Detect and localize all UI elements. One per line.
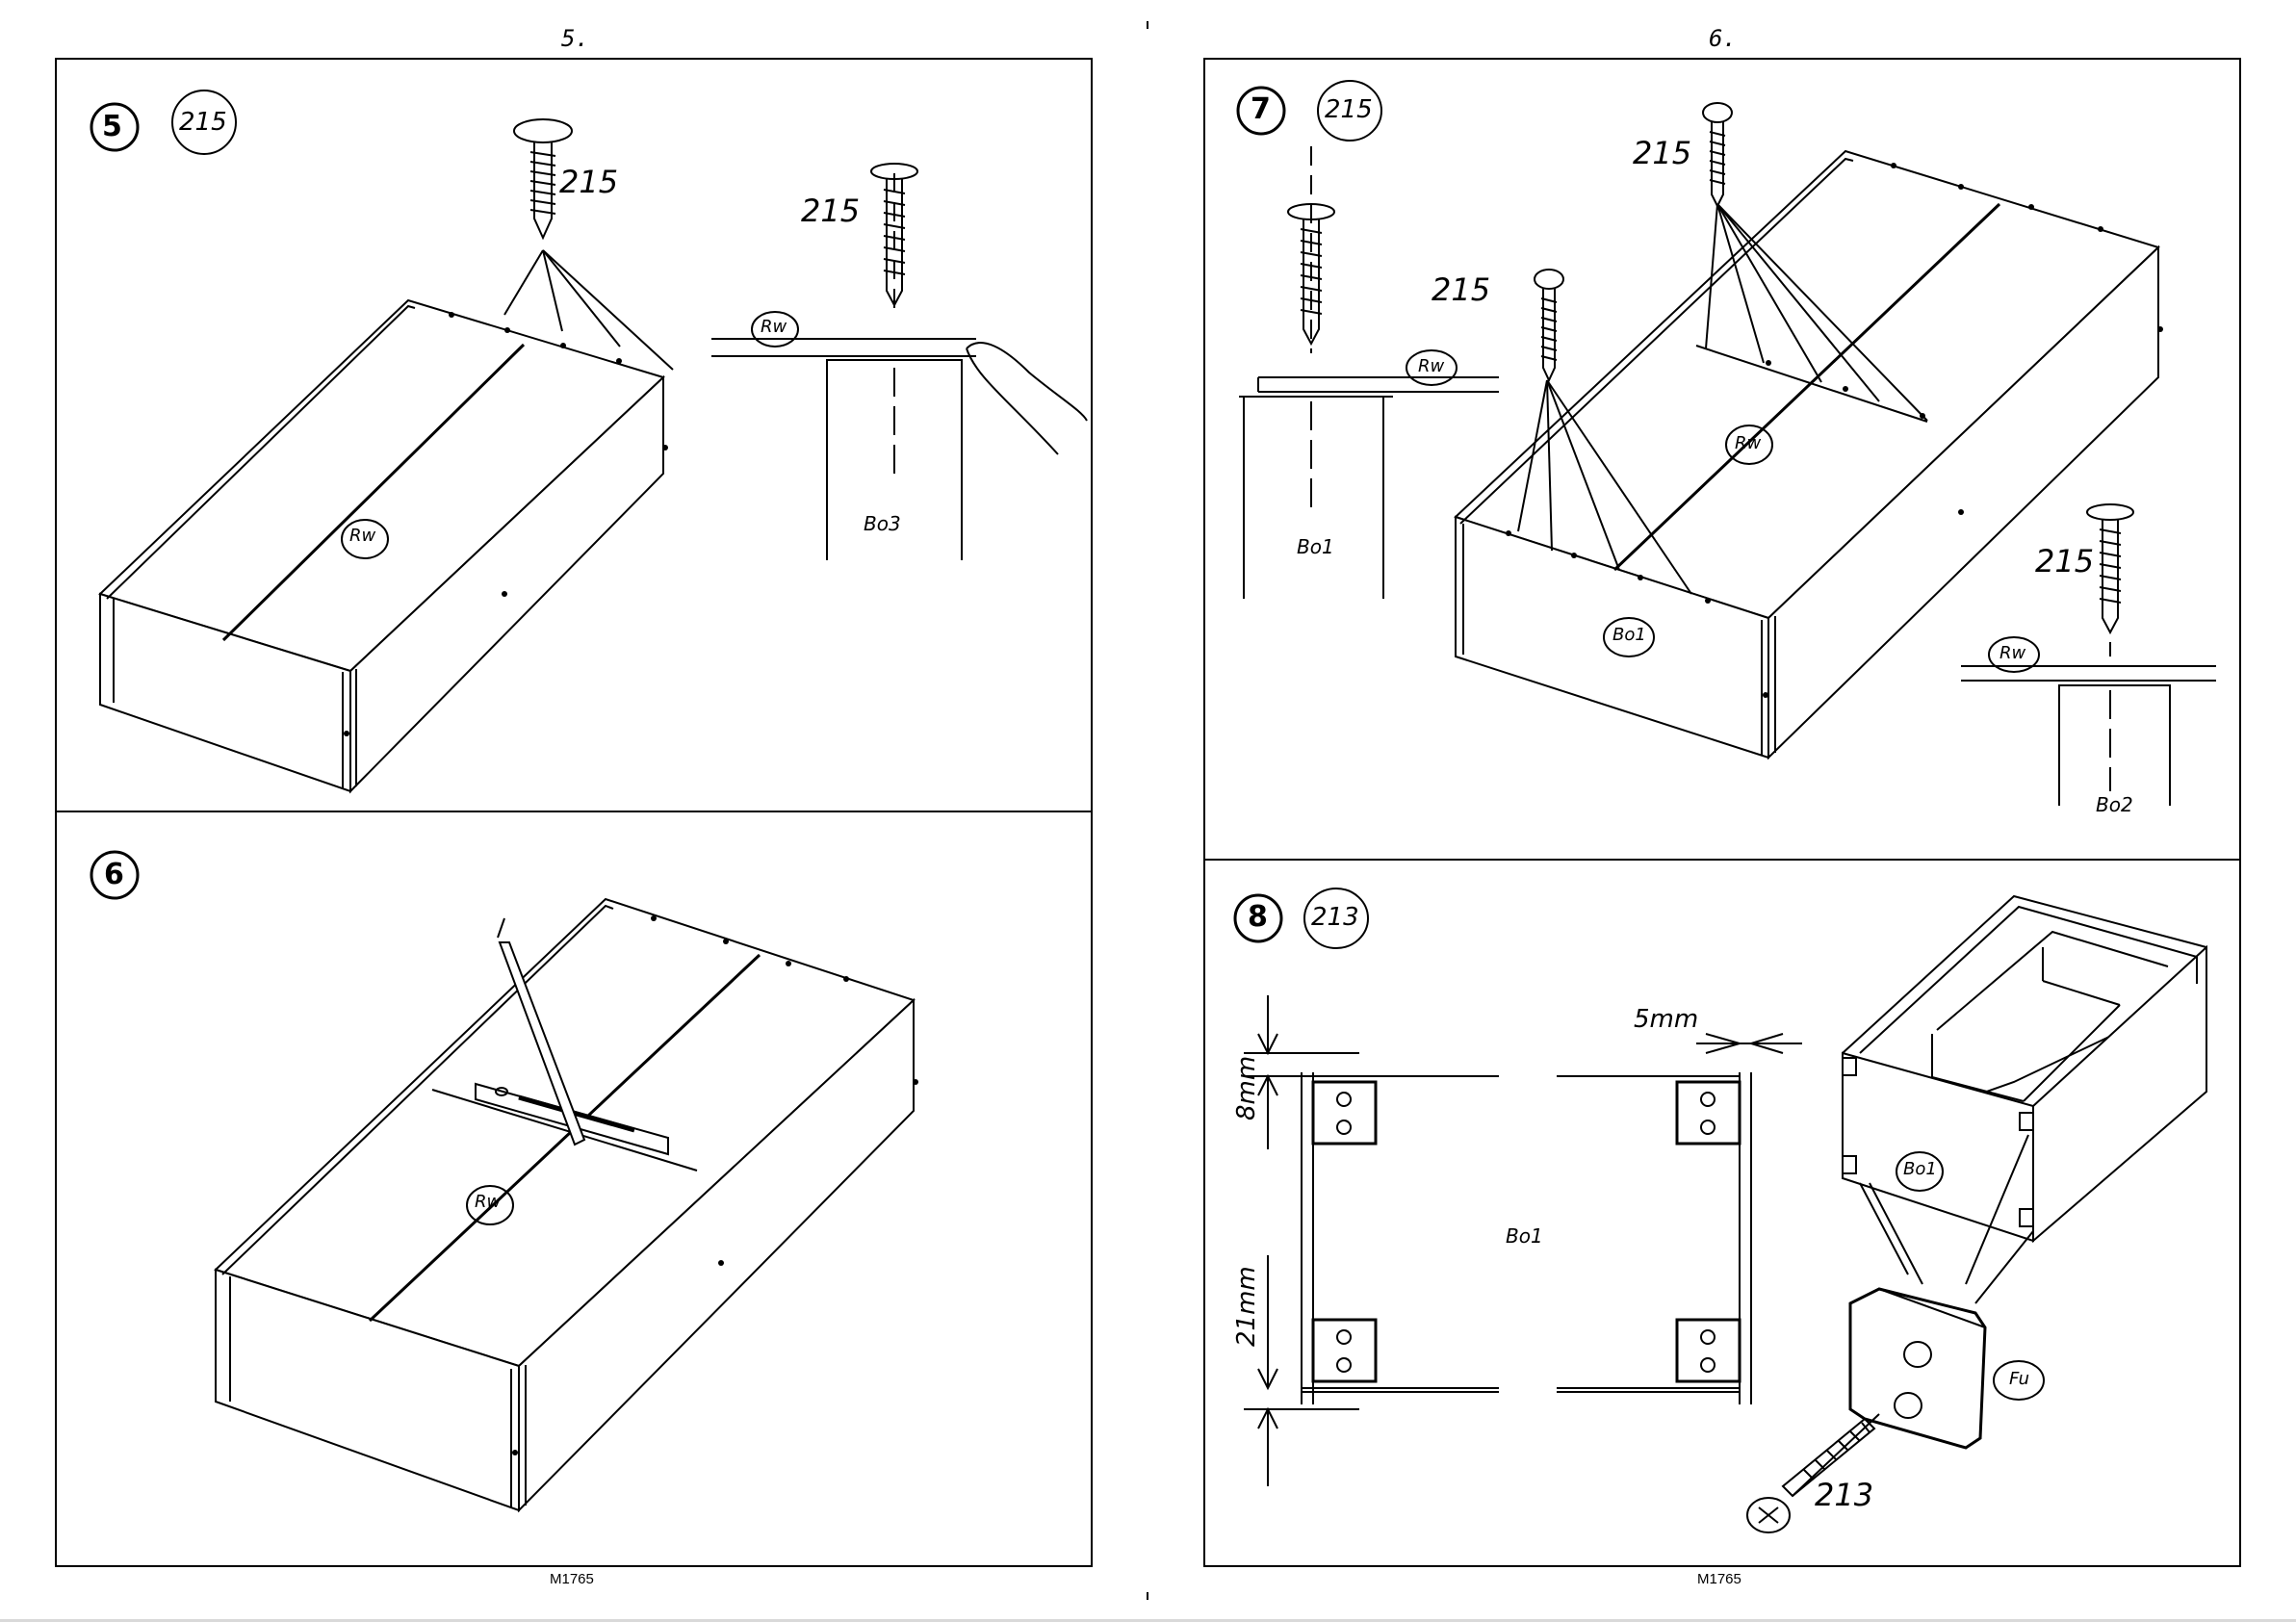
- step-8-dim-top: 8mm: [1232, 1056, 1261, 1120]
- step-7-number: 7: [1251, 92, 1271, 126]
- left-page-number: 5.: [561, 25, 589, 52]
- step-8-number: 8: [1248, 900, 1268, 934]
- right-page-footer-code: M1765: [1697, 1571, 1741, 1587]
- step-7-front-label: Bo1: [1612, 625, 1646, 645]
- step-7-screw-label-right: 215: [2035, 543, 2094, 579]
- step-7-part-callout: 215: [1325, 95, 1373, 124]
- step-8-foot-label: Fu: [2009, 1369, 2029, 1389]
- step-5-part-callout: 215: [179, 108, 227, 137]
- step-7-screw-label-top: 215: [1633, 135, 1691, 171]
- step-5-screw-label: 215: [559, 164, 618, 200]
- step-8-box-label: Bo1: [1903, 1159, 1937, 1179]
- step-5-panel: 5 215 215 215 Rw Rw Bo3: [57, 60, 1091, 811]
- step-8-panel: 8 213 5mm 8mm 21mm Bo1 Bo1 Fu 213: [1205, 861, 2239, 1565]
- step-8-center-label: Bo1: [1506, 1224, 1543, 1248]
- step-7-detail-right-bottom: Bo2: [2096, 793, 2133, 816]
- step-5-panel-label: Rw: [349, 526, 375, 546]
- step-7-detail-right-top: Rw: [1999, 643, 2025, 663]
- step-6-number: 6: [104, 858, 124, 891]
- page-fold-mark-bottom: [1147, 1592, 1148, 1600]
- step-7-detail-left-bottom: Bo1: [1297, 535, 1334, 558]
- step-6-panel: 6 Rw: [57, 812, 1091, 1565]
- step-8-dim-bottom: 21mm: [1232, 1266, 1261, 1347]
- step-5-detail-top-label: Rw: [761, 317, 787, 337]
- step-7-detail-left-top: Rw: [1418, 356, 1444, 376]
- step-7-illustration: [1205, 60, 2239, 859]
- step-6-illustration: [57, 812, 1091, 1565]
- step-5-detail-bottom-label: Bo3: [864, 512, 901, 535]
- step-7-panel: 7 215 215 215 215 Rw Bo1 Rw Bo1 Rw Bo2: [1205, 60, 2239, 859]
- step-5-number: 5: [102, 110, 122, 143]
- step-8-screw-label: 213: [1815, 1477, 1873, 1513]
- step-8-illustration: [1205, 861, 2239, 1565]
- right-page-number: 6.: [1709, 25, 1737, 52]
- step-5-detail-screw-label: 215: [801, 193, 860, 229]
- step-8-dim-gap: 5mm: [1634, 1005, 1698, 1034]
- step-6-panel-label: Rw: [475, 1192, 501, 1212]
- page-fold-mark-top: [1147, 21, 1148, 29]
- step-7-panel-label: Rw: [1735, 433, 1761, 453]
- left-page-footer-code: M1765: [550, 1571, 594, 1587]
- step-8-part-callout: 213: [1311, 903, 1359, 932]
- step-7-screw-label-mid: 215: [1432, 271, 1490, 308]
